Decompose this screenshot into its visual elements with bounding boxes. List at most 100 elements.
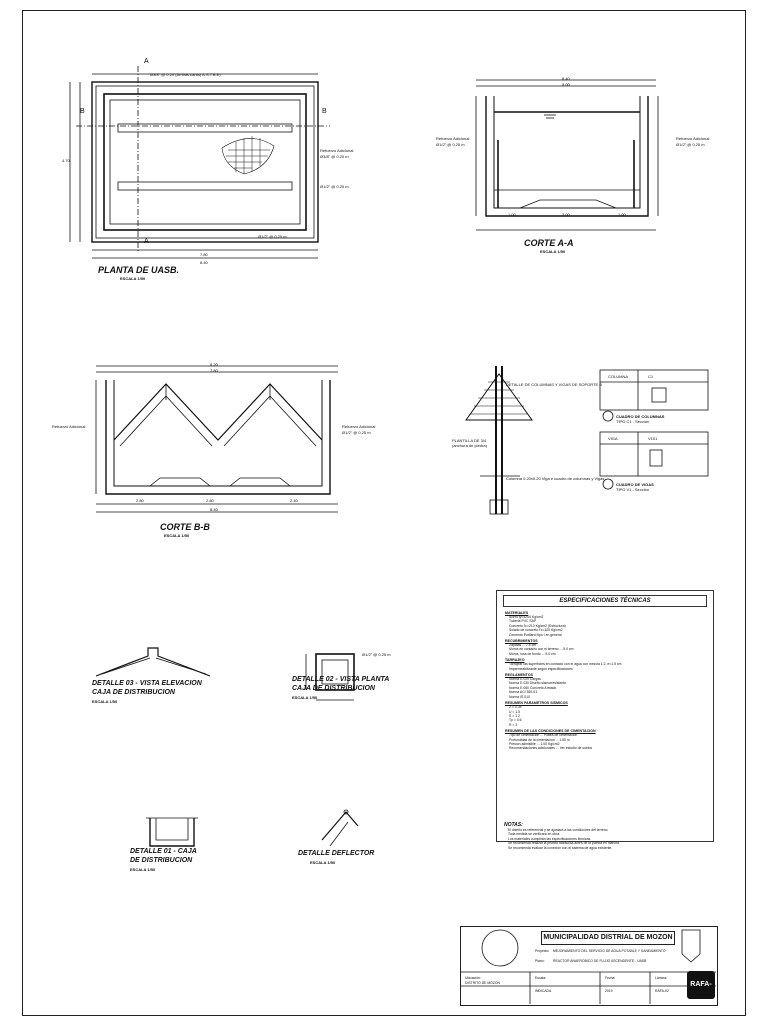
specs-line: Impermeabilizante segun especificaciones — [509, 666, 573, 671]
plan-view — [69, 66, 330, 259]
columns-type: C1 — [648, 374, 654, 379]
plan-dim-bottom: 8.40 — [200, 260, 208, 265]
section-bb-bottom-dim-1: 2.80 — [136, 498, 144, 503]
specs-line: Norma E.060 Concreto Armado — [509, 685, 557, 690]
section-bb-dim-top: 8.20 — [210, 362, 218, 367]
plan-note-2: Refuerzo Adicional — [320, 148, 354, 153]
specs-line: Muros, losa de fondo ... 5.0 cm — [509, 651, 556, 656]
section-aa-note-2: Ø1/2" @ 0.25 m — [436, 142, 465, 147]
plan-note-1: Ø3/8" @ 0.20 (Ambas caras) A.S.T.B.E) — [150, 72, 221, 77]
detail-03-title: DETALLE 03 - VISTA ELEVACION — [92, 680, 202, 687]
section-bb-scale: ESCALA 1/50 — [164, 533, 190, 538]
specs-heading: MATERIALES — [505, 611, 529, 615]
tb-sheet-value: RAFA-02 — [655, 989, 669, 993]
plan-dim-bottom-inner: 7.80 — [200, 252, 208, 257]
specs-line: Norma E.030 Diseño sismorresistente — [509, 681, 567, 686]
plan-dim-left: 4.70 — [62, 158, 70, 163]
specifications-title: ESPECIFICACIONES TÉCNICAS — [503, 595, 707, 607]
beams-tag: VIGA — [608, 436, 618, 441]
specs-section: TARRAJEO Tarrajear las superficies en co… — [497, 658, 713, 671]
detail-02-title: DETALLE 02 - VISTA PLANTA — [292, 676, 390, 683]
section-aa-bottom-dim-1: 1.00 — [508, 212, 516, 217]
schedule-tables — [599, 369, 709, 490]
detail-01-scale: ESCALA 1/50 — [130, 867, 156, 872]
plan-note-5: Ø1/2" @ 0.25 m — [258, 234, 287, 239]
specs-line: Presion admisible ... 1.00 Kg/cm2 — [509, 741, 560, 746]
tb-plan-label: Plano: — [535, 959, 545, 963]
tb-plan-value: REACTOR ANAEROBICO DE FLUJO ASCENDENTE -… — [553, 959, 647, 963]
specs-heading: RESUMEN PARAMETROS SISMICOS — [505, 701, 568, 706]
section-bb — [95, 365, 338, 513]
specifications-panel: ESPECIFICACIONES TÉCNICAS MATERIALES Ace… — [496, 590, 714, 842]
tb-scale-value: INDICADA — [535, 989, 552, 993]
notes-line: El diseño es referencial y se ajustará a… — [508, 828, 609, 832]
section-bb-note-3: Ø1/2" @ 0.25 m — [342, 430, 371, 435]
section-bb-note-2: Refuerzo Adicional — [342, 424, 376, 429]
detail-03 — [95, 647, 211, 677]
detail-01-title2: DE DISTRIBUCION — [130, 857, 193, 864]
title-block: MUNICIPALIDAD DISTRIAL DE MOZON RAFA-02 … — [460, 926, 718, 1016]
section-aa-scale: ESCALA 1/50 — [540, 249, 566, 254]
specs-heading: RECUBRIMIENTOS — [505, 639, 538, 644]
detail-03-title2: CAJA DE DISTRIBUCION — [92, 689, 175, 696]
plan-cut-a-top: A — [144, 58, 149, 65]
specs-line: Cemento Portland tipo I en general — [509, 632, 562, 637]
section-bb-note-1: Refuerzo Adicional — [52, 424, 86, 429]
specs-section: RECUBRIMIENTOS Zapatas ... 7.5 cm Muros … — [497, 639, 713, 656]
specs-line: Acero fy=4200 Kg/cm2 — [509, 615, 544, 619]
section-bb-title: CORTE B-B — [160, 522, 210, 532]
detail-03-scale: ESCALA 1/50 — [92, 699, 118, 704]
specs-section: REGLAMENTOS Norma E.020 Cargas Norma E.0… — [497, 673, 713, 699]
section-aa — [475, 79, 659, 231]
section-aa-bottom-dim-2: 3.00 — [562, 212, 570, 217]
notes-heading: NOTAS: — [504, 822, 523, 828]
tb-date-label: Fecha: — [605, 976, 616, 980]
plan-scale: ESCALA 1/50 — [120, 276, 146, 281]
tb-scale-label: Escala: — [535, 976, 547, 980]
specs-line: Norma E.020 Cargas — [509, 677, 541, 682]
section-bb-bottom-dim-3: 2.40 — [290, 498, 298, 503]
section-bb-bottom-dim-2: 2.80 — [206, 498, 214, 503]
specs-line: U = 1.5 — [509, 709, 521, 714]
specs-line: Muros en contacto con el terreno ... 5.0… — [509, 647, 574, 652]
plan-cut-a-bottom: A — [144, 238, 149, 245]
specs-heading: RESUMEN DE LAS CONDICIONES DE CIMENTACIO… — [505, 729, 596, 734]
column-detail-label-bottom: Columna 0.20x0.20 Viga e cuadro de colum… — [506, 476, 605, 481]
tb-project-value: MEJORAMIENTO DEL SERVICIO DE AGUA POTABL… — [553, 949, 666, 953]
beams-table-title: CUADRO DE VIGAS — [616, 482, 654, 487]
column-detail — [465, 366, 533, 515]
plate-code: RAFA-02 — [687, 971, 715, 1016]
specs-line: Recomendaciones adicionales ... Ver estu… — [509, 746, 593, 751]
tb-location-value: DISTRITO DE MOZON — [465, 981, 500, 985]
specs-line: Tipo de cimentacion ... Platea de ciment… — [509, 733, 578, 738]
section-aa-note-4: Ø1/2" @ 0.25 m — [676, 142, 705, 147]
specs-line: Solado de concreto f'c=100 Kg/cm2 — [509, 628, 563, 633]
plan-cut-b-right: B — [322, 108, 327, 115]
specs-line: R = 3 — [509, 722, 518, 727]
section-aa-note-1: Refuerzo Adicional — [436, 136, 470, 141]
tb-project-label: Proyecto: — [535, 949, 550, 953]
specs-line: Norma ACI 350-01 — [509, 690, 538, 695]
columns-table-title: CUADRO DE COLUMNAS — [616, 414, 665, 419]
section-aa-title: CORTE A-A — [524, 238, 574, 248]
notes-line: Se recomienda realizar la prueba hidrául… — [508, 841, 620, 846]
specs-line: Z = 0.35 — [509, 705, 522, 710]
section-aa-dim-top: 8.40 — [562, 76, 570, 81]
deflector-detail — [321, 809, 359, 847]
beams-table-sub: TIPO V1 - Sección — [616, 487, 650, 492]
municipality-name: MUNICIPALIDAD DISTRIAL DE MOZON — [541, 931, 675, 945]
specs-line: Concreto f'c=210 Kg/cm2 (Estructura) — [509, 623, 566, 628]
deflector-scale: ESCALA 1/50 — [310, 860, 336, 865]
section-aa-dim-inner: 8.00 — [562, 82, 570, 87]
specs-heading: REGLAMENTOS — [505, 673, 533, 678]
title-block-lines — [460, 929, 716, 1004]
columns-tag: COLUMNA — [608, 374, 629, 379]
specs-line: Tubería PVC SAP — [509, 619, 537, 624]
detail-02-scale: ESCALA 1/50 — [292, 695, 318, 700]
section-aa-bottom-dim-3: 1.00 — [618, 212, 626, 217]
tb-location-label: Ubicación: — [465, 976, 481, 980]
specs-heading: TARRAJEO — [505, 658, 525, 663]
deflector-title: DETALLE DEFLECTOR — [298, 850, 375, 857]
notes-line: Toda medida se verificará en obra. — [508, 832, 561, 837]
